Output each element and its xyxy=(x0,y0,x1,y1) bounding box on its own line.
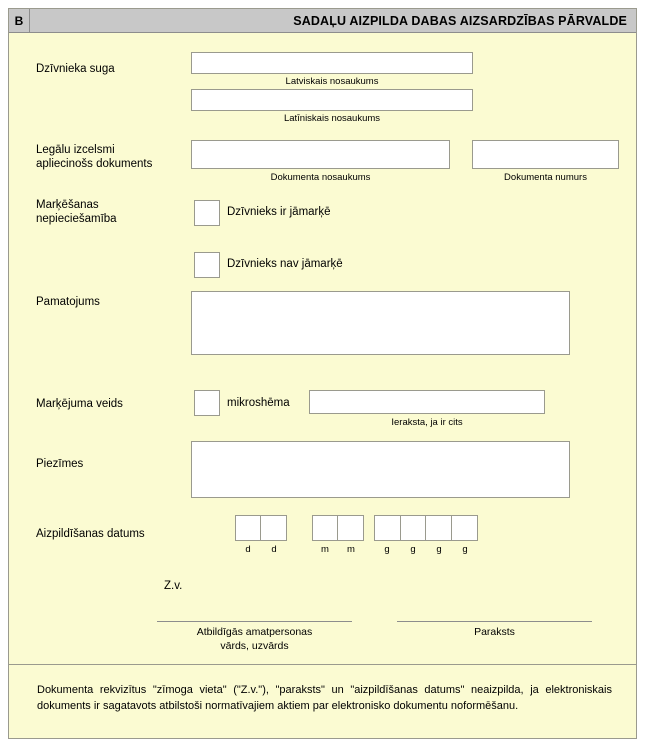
date-year-cell[interactable] xyxy=(452,516,477,540)
page-title: SADAĻU AIZPILDA DABAS AIZSARDZĪBAS PĀRVA… xyxy=(293,13,627,28)
caption-month: m xyxy=(321,544,329,555)
caption-month: m xyxy=(347,544,355,555)
footnote-text: Dokumenta rekvizītus "zīmoga vieta" ("Z.… xyxy=(37,684,612,712)
label-justification: Pamatojums xyxy=(36,296,100,308)
label-notes: Piezīmes xyxy=(36,458,84,470)
caption-latin-name: Latīniskais nosaukums xyxy=(283,113,381,124)
label-fill-date: Aizpildīšanas datums xyxy=(36,528,145,540)
form-sheet: B SADAĻU AIZPILDA DABAS AIZSARDZĪBAS PĀR… xyxy=(8,8,637,739)
date-year-cell[interactable] xyxy=(375,516,401,540)
species-latin-input[interactable] xyxy=(191,89,473,111)
footnote-divider xyxy=(9,664,636,665)
date-month-cell[interactable] xyxy=(313,516,339,540)
label-marking-required: Dzīvnieks ir jāmarķē xyxy=(227,206,331,218)
label-legal-document: Legālu izcelsmi apliecinošs dokuments xyxy=(36,144,153,170)
date-year-cell[interactable] xyxy=(426,516,452,540)
signature-line xyxy=(397,621,592,622)
caption-official-name: Atbildīgās amatpersonas vārds, uzvārds xyxy=(196,626,313,652)
caption-document-name: Dokumenta nosaukums xyxy=(270,172,371,183)
notes-textarea[interactable] xyxy=(191,441,570,498)
caption-document-number: Dokumenta numurs xyxy=(504,172,587,183)
date-day-cell[interactable] xyxy=(261,516,286,540)
label-marking-not-required: Dzīvnieks nav jāmarķē xyxy=(227,258,343,270)
caption-year: g xyxy=(384,544,390,555)
label-marking-need: Marķēšanas nepieciešamība xyxy=(36,199,117,225)
stamp-place-label: Z.v. xyxy=(164,580,183,592)
caption-year: g xyxy=(462,544,468,555)
date-day-cell[interactable] xyxy=(236,516,262,540)
date-month-cell[interactable] xyxy=(338,516,363,540)
date-year-cell[interactable] xyxy=(401,516,426,540)
official-name-line xyxy=(157,621,352,622)
checkbox-marking-required[interactable] xyxy=(194,200,220,226)
form-header: B SADAĻU AIZPILDA DABAS AIZSARDZĪBAS PĀR… xyxy=(9,9,636,33)
caption-day: d xyxy=(245,544,251,555)
caption-year: g xyxy=(410,544,416,555)
label-marking-type: Marķējuma veids xyxy=(36,398,123,410)
checkbox-microchip[interactable] xyxy=(194,390,220,416)
caption-latvian-name: Latviskais nosaukums xyxy=(285,76,379,87)
document-name-input[interactable] xyxy=(191,140,450,169)
caption-signature: Paraksts xyxy=(474,626,515,638)
section-letter-b: B xyxy=(9,9,30,32)
caption-other-marking: Ieraksta, ja ir cits xyxy=(391,417,463,428)
caption-year: g xyxy=(436,544,442,555)
date-month-group[interactable] xyxy=(312,515,364,541)
label-microchip: mikroshēma xyxy=(227,397,290,409)
date-year-group[interactable] xyxy=(374,515,478,541)
document-number-input[interactable] xyxy=(472,140,619,169)
date-day-group[interactable] xyxy=(235,515,287,541)
marking-type-other-input[interactable] xyxy=(309,390,545,414)
species-latvian-input[interactable] xyxy=(191,52,473,74)
justification-textarea[interactable] xyxy=(191,291,570,355)
caption-day: d xyxy=(271,544,277,555)
checkbox-marking-not-required[interactable] xyxy=(194,252,220,278)
label-species: Dzīvnieka suga xyxy=(36,63,115,75)
